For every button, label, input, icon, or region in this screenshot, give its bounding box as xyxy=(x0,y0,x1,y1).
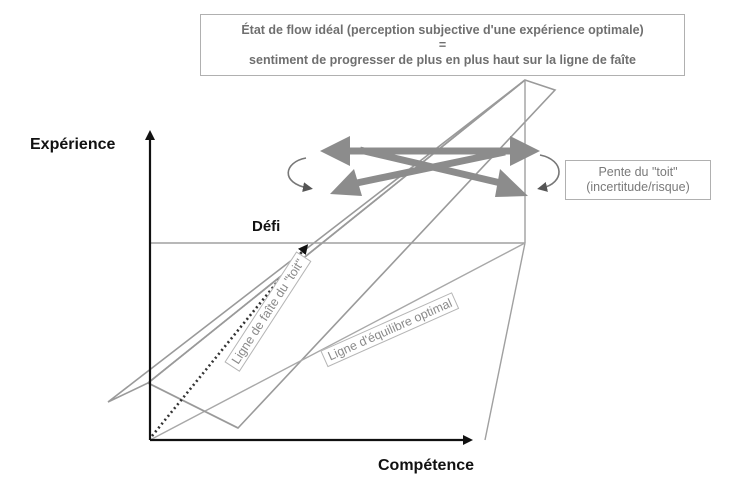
flow-state-line1: État de flow idéal (perception subjectiv… xyxy=(241,22,644,37)
y-axis-label: Expérience xyxy=(30,136,116,153)
roof-slope-line2: (incertitude/risque) xyxy=(586,180,690,194)
rotate-right-icon xyxy=(537,154,560,192)
roof-left-plane xyxy=(107,79,526,403)
equilibrium-line xyxy=(149,242,526,441)
diagonal-arrow-down xyxy=(359,146,506,188)
flow-state-line2: = xyxy=(438,37,447,52)
x-axis-label: Compétence xyxy=(378,457,475,474)
arrowhead-lower-right xyxy=(495,169,528,197)
arrowhead-right xyxy=(510,136,540,166)
rotate-left-icon xyxy=(287,157,313,193)
roof-ridge-edge xyxy=(147,79,526,384)
roof-slope-box: Pente du "toit" (incertitude/risque) xyxy=(565,160,711,200)
roof-slope-line1: Pente du "toit" xyxy=(598,165,678,179)
flow-state-line3: sentiment de progresser de plus en plus … xyxy=(249,52,636,67)
base-front-edge xyxy=(147,382,239,429)
roof-front-plane xyxy=(146,79,557,429)
flow-state-box: État de flow idéal (perception subjectiv… xyxy=(200,14,685,76)
right-slant-edge xyxy=(484,242,526,441)
arrowhead-left xyxy=(320,136,350,166)
challenge-label: Défi xyxy=(252,218,281,235)
arrowhead-lower-left xyxy=(330,169,362,196)
